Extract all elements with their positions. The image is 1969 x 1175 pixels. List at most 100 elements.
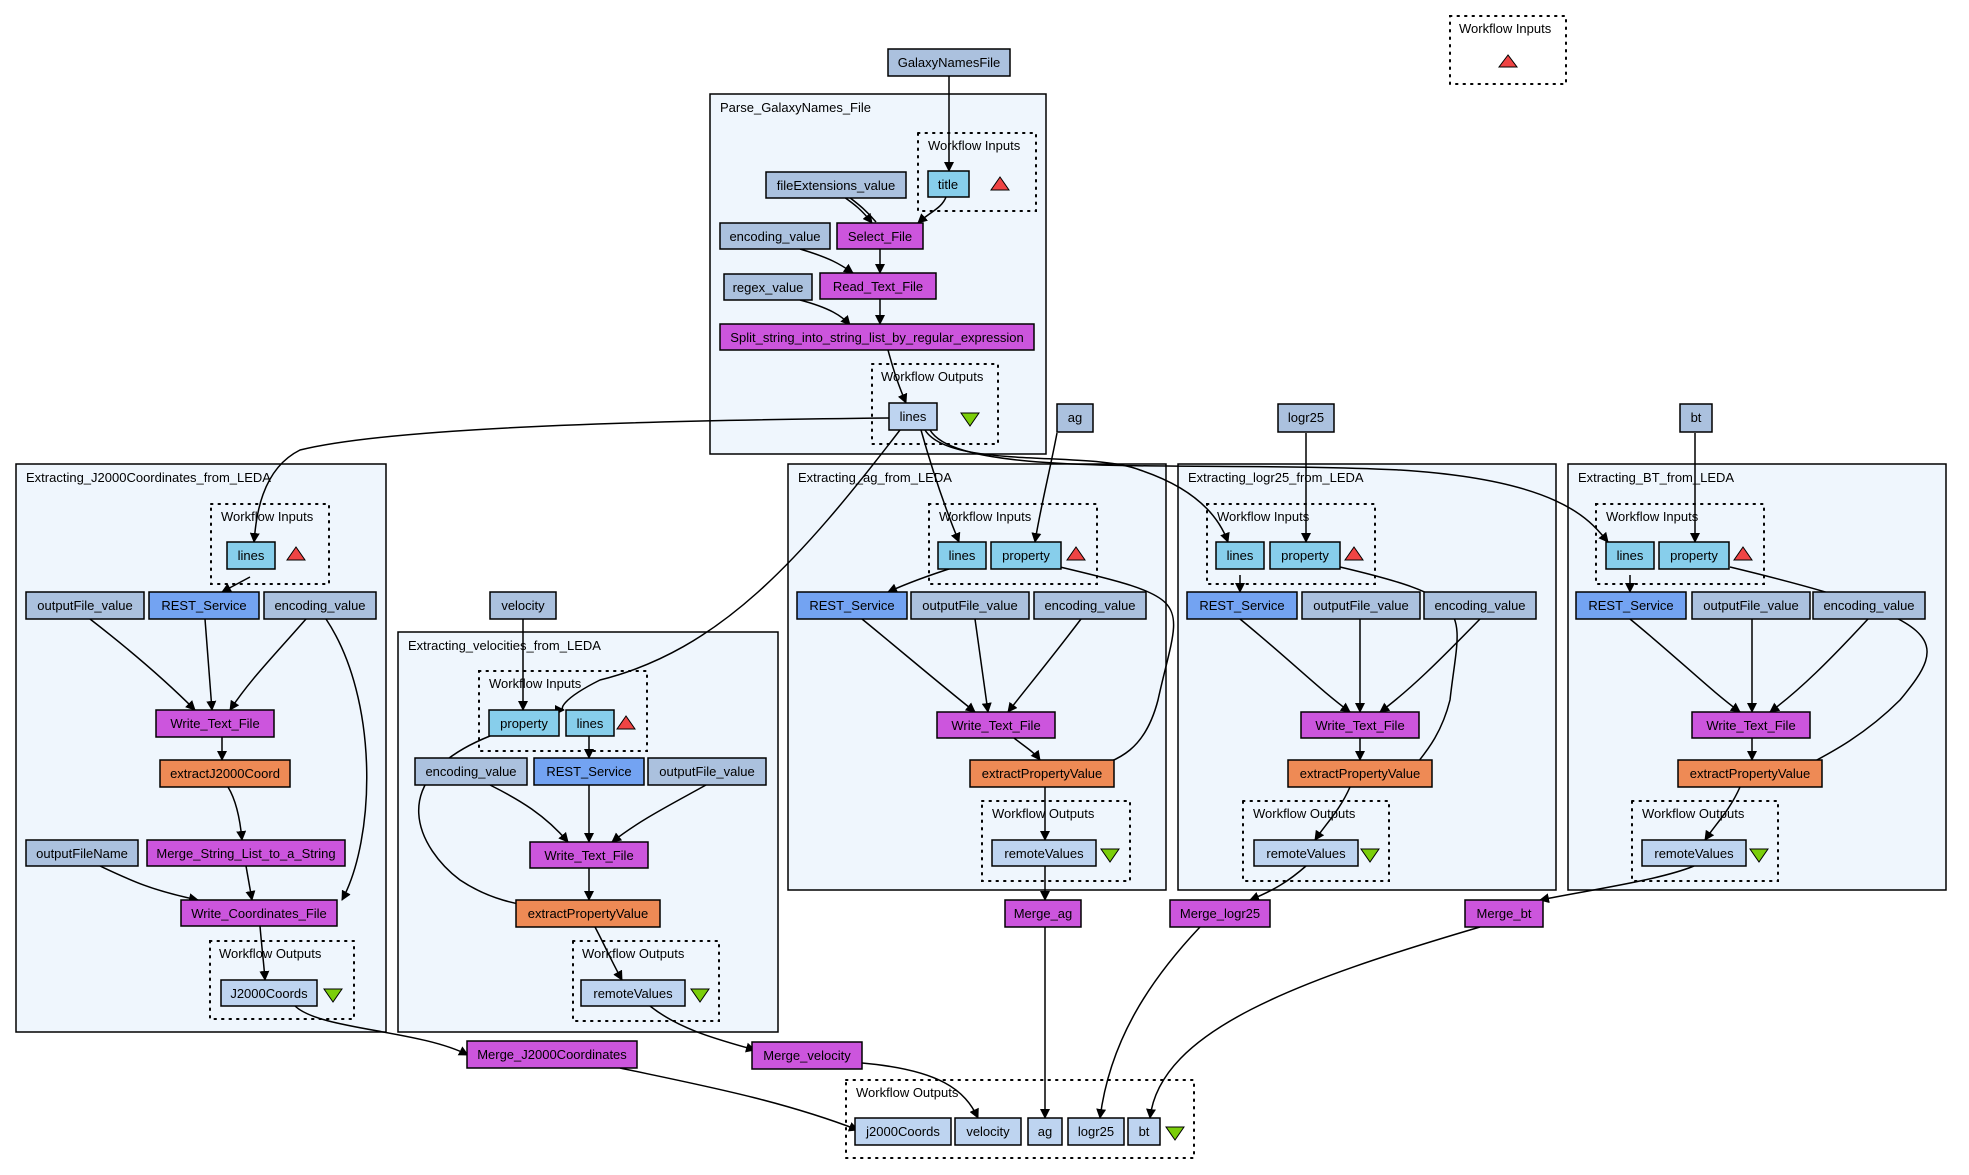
node-label: Write_Text_File bbox=[170, 716, 259, 731]
top-workflow-inputs-box: Workflow Inputs bbox=[1449, 15, 1567, 85]
node-label: remoteValues bbox=[1654, 846, 1734, 861]
node-label: velocity bbox=[966, 1124, 1010, 1139]
node-j2000-encoding[interactable]: encoding_value bbox=[263, 591, 377, 620]
node-bt-property[interactable]: property bbox=[1658, 541, 1730, 570]
node-ag-write-text[interactable]: Write_Text_File bbox=[936, 711, 1056, 739]
edge-extract-remote-bt bbox=[1704, 786, 1741, 841]
node-vel-write-text[interactable]: Write_Text_File bbox=[529, 841, 649, 869]
node-ag-extract[interactable]: extractPropertyValue bbox=[969, 759, 1115, 788]
box-label: Workflow Inputs bbox=[928, 138, 1021, 153]
node-j2000-lines[interactable]: lines bbox=[226, 541, 276, 570]
node-regex-value[interactable]: regex_value bbox=[723, 273, 813, 301]
node-logr25-encoding[interactable]: encoding_value bbox=[1423, 591, 1537, 620]
input-bt[interactable]: bt bbox=[1679, 403, 1713, 433]
node-vel-property[interactable]: property bbox=[488, 709, 560, 737]
node-label: ag bbox=[1068, 410, 1082, 425]
node-logr25-rest[interactable]: REST_Service bbox=[1186, 591, 1298, 620]
triangle-down-icon bbox=[960, 412, 980, 427]
node-logr25-write-text[interactable]: Write_Text_File bbox=[1300, 711, 1420, 739]
input-ag[interactable]: ag bbox=[1056, 403, 1094, 433]
node-label: Merge_logr25 bbox=[1180, 906, 1260, 921]
output-j2000coords[interactable]: j2000Coords bbox=[854, 1117, 952, 1146]
triangle-down-icon bbox=[1100, 848, 1120, 863]
edge-merge-output-j2000 bbox=[619, 1067, 859, 1132]
box-label: Workflow Outputs bbox=[992, 806, 1095, 821]
node-ag-rest[interactable]: REST_Service bbox=[796, 591, 908, 620]
node-vel-encoding[interactable]: encoding_value bbox=[414, 757, 528, 786]
node-j2000-write-coords[interactable]: Write_Coordinates_File bbox=[180, 899, 338, 927]
box-label: Workflow Outputs bbox=[881, 369, 984, 384]
node-j2000-outputfilename[interactable]: outputFileName bbox=[25, 839, 139, 867]
node-lines-output[interactable]: lines bbox=[888, 402, 938, 431]
edge-encoding-write-bt bbox=[1769, 618, 1869, 713]
input-logr25[interactable]: logr25 bbox=[1277, 403, 1335, 433]
node-label: encoding_value bbox=[1434, 598, 1525, 613]
node-j2000-rest[interactable]: REST_Service bbox=[148, 591, 260, 620]
node-vel-lines[interactable]: lines bbox=[565, 709, 615, 737]
node-bt-write-text[interactable]: Write_Text_File bbox=[1691, 711, 1811, 739]
node-j2000-write-text[interactable]: Write_Text_File bbox=[155, 709, 275, 738]
edge-remote-merge-bt bbox=[1539, 865, 1695, 904]
node-label: outputFileName bbox=[36, 846, 128, 861]
node-j2000-merge-list[interactable]: Merge_String_List_to_a_String bbox=[146, 839, 346, 867]
node-ag-encoding[interactable]: encoding_value bbox=[1033, 591, 1147, 620]
node-ag-property[interactable]: property bbox=[990, 541, 1062, 570]
edge-merge-output-velocity bbox=[861, 1062, 979, 1119]
node-label: bt bbox=[1691, 410, 1702, 425]
node-split-string[interactable]: Split_string_into_string_list_by_regular… bbox=[719, 323, 1035, 351]
cluster-title: Extracting_ag_from_LEDA bbox=[798, 470, 952, 485]
input-velocity[interactable]: velocity bbox=[489, 591, 557, 620]
node-label: remoteValues bbox=[593, 986, 673, 1001]
node-merge-bt[interactable]: Merge_bt bbox=[1464, 899, 1544, 928]
logr25-workflow-inputs-box: Workflow Inputs bbox=[1206, 503, 1376, 585]
node-bt-encoding[interactable]: encoding_value bbox=[1812, 591, 1926, 620]
output-ag[interactable]: ag bbox=[1027, 1117, 1063, 1146]
output-logr25[interactable]: logr25 bbox=[1067, 1117, 1125, 1146]
triangle-down-icon bbox=[1749, 848, 1769, 863]
node-logr25-extract[interactable]: extractPropertyValue bbox=[1287, 759, 1433, 788]
node-label: encoding_value bbox=[1044, 598, 1135, 613]
output-bt[interactable]: bt bbox=[1127, 1117, 1161, 1146]
node-logr25-lines[interactable]: lines bbox=[1215, 541, 1265, 570]
edge-split-lines bbox=[887, 349, 908, 404]
cluster-bt: Extracting_BT_from_LEDA bbox=[1567, 463, 1947, 891]
node-logr25-outputfile[interactable]: outputFile_value bbox=[1301, 591, 1421, 620]
node-title[interactable]: title bbox=[927, 170, 970, 198]
node-j2000-extract[interactable]: extractJ2000Coord bbox=[159, 759, 291, 788]
node-ag-lines[interactable]: lines bbox=[937, 541, 987, 570]
node-vel-outputfile[interactable]: outputFile_value bbox=[647, 757, 767, 786]
edge-title-selectfile bbox=[917, 196, 947, 224]
node-merge-logr25[interactable]: Merge_logr25 bbox=[1169, 899, 1271, 928]
node-logr25-property[interactable]: property bbox=[1269, 541, 1341, 570]
node-bt-lines[interactable]: lines bbox=[1605, 541, 1655, 570]
edge-merge-output-logr25 bbox=[1096, 926, 1201, 1119]
node-j2000-outputfile[interactable]: outputFile_value bbox=[25, 591, 145, 620]
node-bt-rest[interactable]: REST_Service bbox=[1575, 591, 1687, 620]
node-vel-rest[interactable]: REST_Service bbox=[533, 757, 645, 786]
node-vel-remote-values[interactable]: remoteValues bbox=[580, 979, 686, 1007]
node-merge-ag[interactable]: Merge_ag bbox=[1004, 899, 1082, 928]
node-logr25-remote-values[interactable]: remoteValues bbox=[1253, 839, 1359, 867]
node-ag-remote-values[interactable]: remoteValues bbox=[991, 839, 1097, 867]
edge-j2000coords-merge bbox=[294, 1005, 469, 1056]
node-bt-outputfile[interactable]: outputFile_value bbox=[1691, 591, 1811, 620]
node-vel-extract[interactable]: extractPropertyValue bbox=[515, 899, 661, 928]
node-merge-j2000[interactable]: Merge_J2000Coordinates bbox=[466, 1040, 638, 1069]
node-fileextensions-value[interactable]: fileExtensions_value bbox=[765, 171, 907, 199]
node-ag-outputfile[interactable]: outputFile_value bbox=[910, 591, 1030, 620]
edge-remote-merge-logr25 bbox=[1249, 865, 1307, 902]
parse-workflow-inputs-box: Workflow Inputs bbox=[917, 132, 1037, 212]
node-read-text-file[interactable]: Read_Text_File bbox=[819, 272, 937, 300]
node-bt-remote-values[interactable]: remoteValues bbox=[1641, 839, 1747, 867]
cluster-title: Parse_GalaxyNames_File bbox=[720, 100, 871, 115]
node-bt-extract[interactable]: extractPropertyValue bbox=[1677, 759, 1823, 788]
edge-lines-j2000 bbox=[249, 417, 890, 543]
node-label: extractPropertyValue bbox=[528, 906, 648, 921]
node-encoding-value[interactable]: encoding_value bbox=[719, 222, 831, 250]
input-galaxynamesfile[interactable]: GalaxyNamesFile bbox=[887, 48, 1011, 77]
node-select-file[interactable]: Select_File bbox=[836, 222, 924, 250]
output-velocity[interactable]: velocity bbox=[954, 1117, 1022, 1146]
node-merge-velocity[interactable]: Merge_velocity bbox=[751, 1041, 863, 1070]
node-j2000coords-output[interactable]: J2000Coords bbox=[220, 979, 318, 1007]
edge-rest-write-ag bbox=[861, 618, 976, 713]
